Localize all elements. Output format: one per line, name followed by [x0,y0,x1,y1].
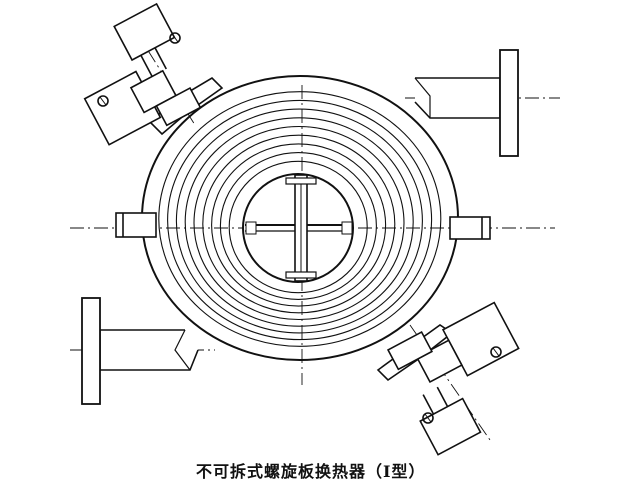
spiral-ring [219,152,377,300]
upper-left-rod [140,54,153,77]
figure-caption: 不可拆式螺旋板换热器（Ⅰ型） [196,462,426,481]
spiral-ring [158,91,442,347]
spiral-ring [167,99,433,341]
lower-right-rod-2 [436,386,449,407]
spiral-ring [193,125,405,321]
upper-left-lower-block [155,86,202,127]
upper-left-top-plate [113,2,176,62]
spiral-ring [202,134,396,314]
lower-right-bolt-bottom [422,412,434,424]
partition-left-clip [245,221,257,235]
lower-right-upper-block [386,330,434,371]
spiral-ring [211,143,387,307]
partition-top-clip [285,177,317,185]
lower-right-bolt-top-mark [492,347,500,357]
upper-left-bolt-bottom-mark [99,96,107,106]
lower-right-rod [422,394,435,415]
lower-left-nozzle [81,297,199,405]
upper-right-flange [499,49,519,157]
left-stub [115,212,157,238]
side-stubs [115,212,491,240]
center-partition [245,174,353,282]
partition-right-clip [341,221,353,235]
upper-left-rod-2 [154,47,167,70]
lower-left-pipe [99,329,199,371]
upper-left-bolt-top [169,32,181,44]
lower-left-flange [81,297,101,405]
upper-right-pipe-bevel [414,77,431,118]
upper-left-bolt-bottom [97,95,109,107]
spiral-ring [175,108,423,334]
spiral-ring [184,117,414,327]
upper-right-pipe [414,77,501,119]
spiral-rings [158,91,442,347]
upper-left-bracket [83,2,224,146]
lower-right-block [415,339,463,384]
lower-right-bracket [376,301,520,456]
lower-left-pipe-bevel [174,329,191,371]
spiral-plate-heat-exchanger-drawing [70,2,560,456]
partition-bottom-clip [285,271,317,279]
lower-right-bottom-plate [419,397,482,456]
right-stub [449,216,491,240]
lower-right-bolt-bottom-mark [424,413,432,423]
lower-right-bolt-top [490,346,502,358]
upper-right-nozzle [414,49,519,157]
spiral-ring [228,160,368,294]
upper-left-bolt-top-mark [171,33,179,43]
